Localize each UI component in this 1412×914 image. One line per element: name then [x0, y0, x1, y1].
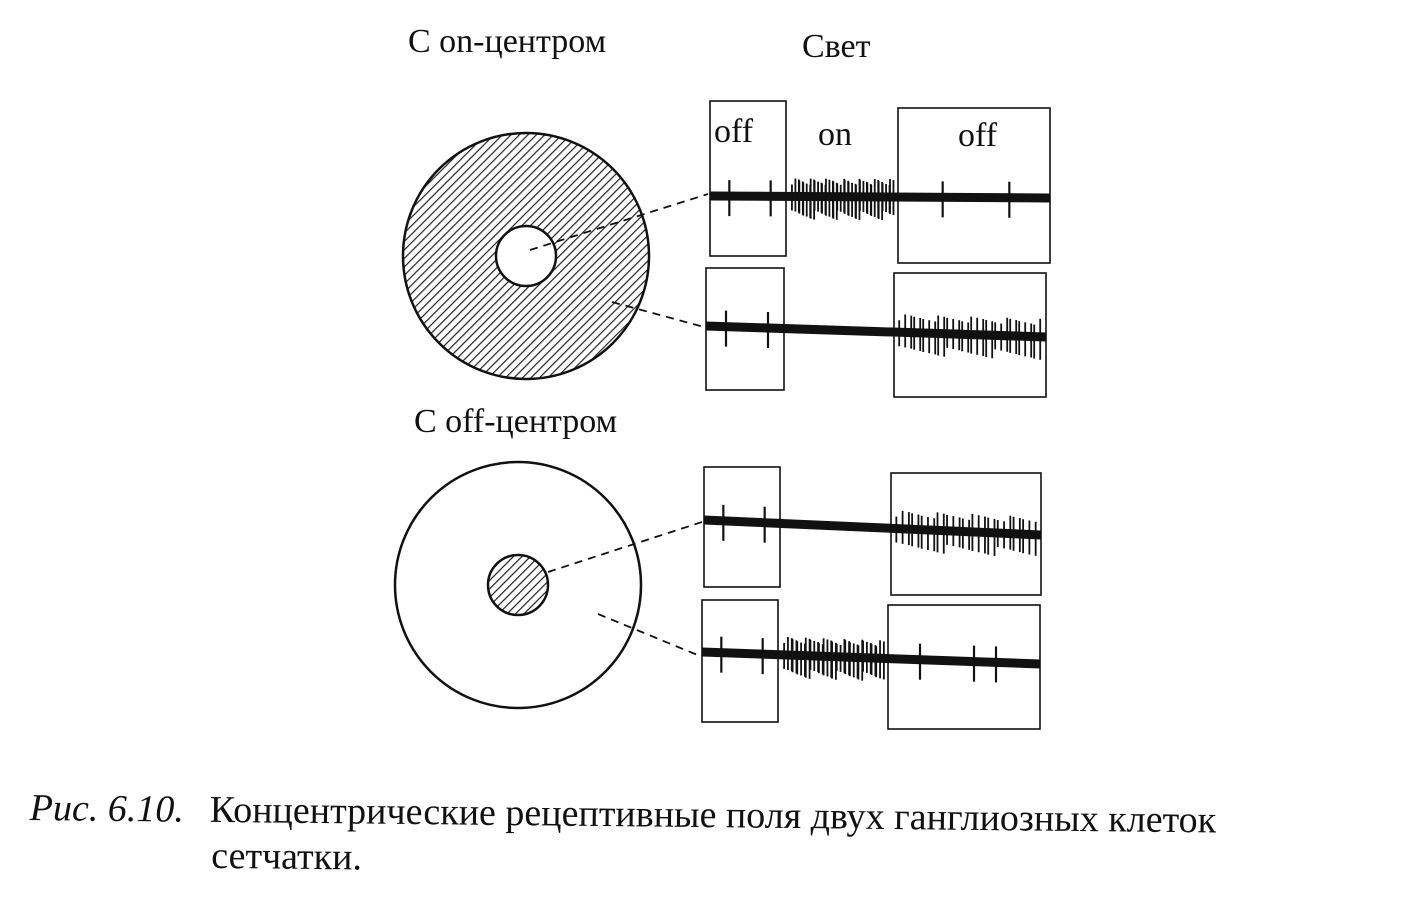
on-center-center [494, 224, 558, 288]
phase-label-off-2: off [958, 117, 998, 154]
caption-number: Рис. 6.10. [29, 786, 185, 831]
figure-caption: Рис. 6.10.Концентрические рецептивные по… [29, 785, 1390, 891]
phase-label-off-1: off [714, 113, 754, 150]
phase-label-on: on [818, 116, 852, 153]
spike-trace-4 [701, 636, 1041, 683]
on-center-receptive-field [401, 131, 651, 381]
trace-baseline [703, 515, 1042, 540]
off-center-title: С off-центром [414, 403, 617, 440]
box-trace4-off1 [701, 599, 779, 723]
box-trace1-off1 [709, 100, 787, 257]
leader-lines [529, 193, 709, 657]
spike-trace-2 [705, 310, 1047, 360]
spike-trace-1 [709, 178, 1051, 221]
trace-baseline [709, 191, 1051, 203]
leader-line-1 [529, 193, 709, 251]
leader-line-4 [597, 613, 701, 657]
spike-trace-3 [703, 504, 1042, 556]
leader-line-2 [611, 301, 705, 328]
on-center-title: С on-центром [408, 23, 606, 60]
light-title: Свет [802, 28, 871, 65]
box-trace1-off2 [897, 107, 1051, 264]
off-center-center [486, 553, 550, 617]
spike-traces [701, 178, 1051, 683]
trace-baseline [705, 321, 1047, 342]
off-center-receptive-field [393, 460, 643, 710]
box-trace4-off2 [887, 604, 1041, 730]
